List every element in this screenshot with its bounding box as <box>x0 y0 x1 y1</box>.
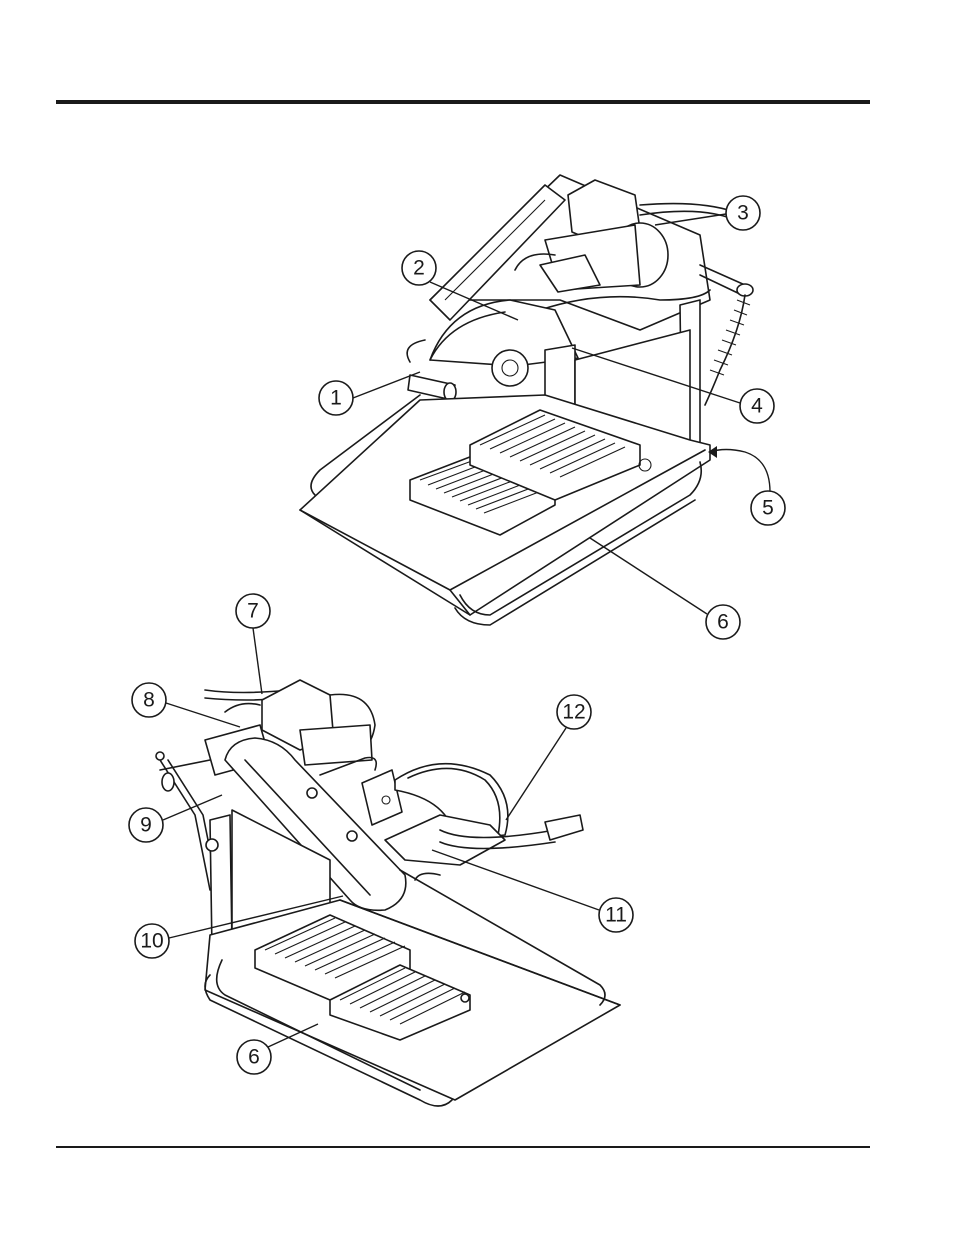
callout-2-label: 2 <box>413 257 425 280</box>
callout-1-label: 1 <box>330 387 342 410</box>
callout-4-label: 4 <box>751 395 763 418</box>
callout-5-label: 5 <box>762 497 774 520</box>
callout-11-label: 11 <box>605 904 627 927</box>
callout-9-label: 9 <box>140 814 152 837</box>
callout-8-label: 8 <box>143 689 155 712</box>
callout-6-upper-label: 6 <box>717 611 729 634</box>
upper-saw-illustration <box>300 175 753 625</box>
callout-10-label: 10 <box>140 930 163 953</box>
callout-3-label: 3 <box>737 202 749 225</box>
callout-7-label: 7 <box>247 600 259 623</box>
callout-6-lower-label: 6 <box>248 1046 260 1069</box>
callout-12-label: 12 <box>562 701 585 724</box>
